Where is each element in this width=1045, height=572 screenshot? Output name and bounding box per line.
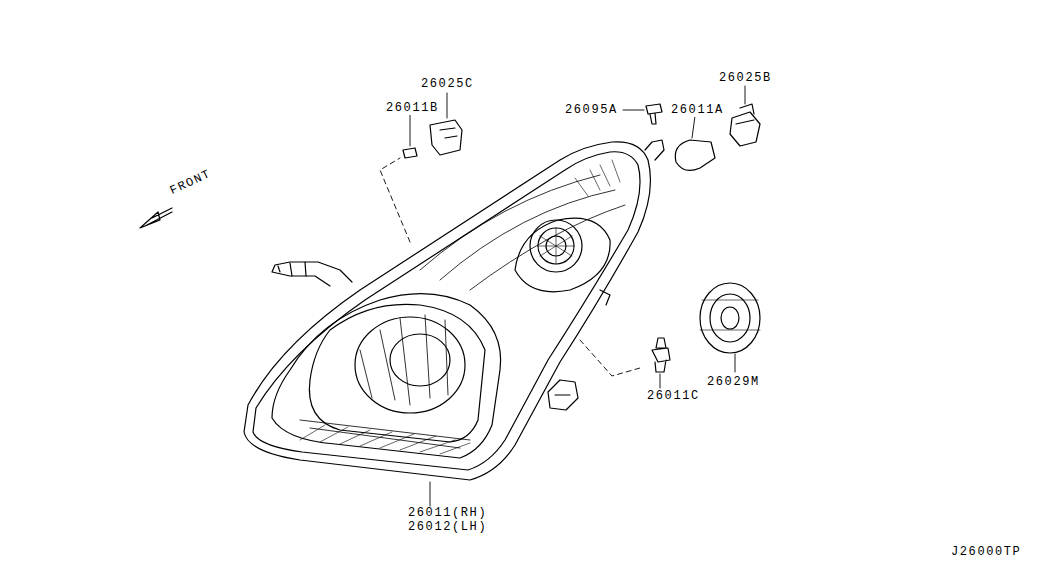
part-number: 26025C (420, 78, 475, 91)
part-number: 26011B (385, 102, 440, 115)
part-number: 26029M (706, 376, 761, 389)
part-number: 26095A (564, 104, 619, 117)
part-number: 26025B (718, 72, 773, 85)
direction-label: FRONT (167, 167, 214, 198)
part-number: J26000TP (950, 546, 1022, 559)
part-number: 26011(RH) (407, 507, 488, 520)
part-number: 26012(LH) (407, 521, 488, 534)
part-number: 26011A (670, 104, 725, 117)
part-number: 26011C (646, 390, 701, 403)
